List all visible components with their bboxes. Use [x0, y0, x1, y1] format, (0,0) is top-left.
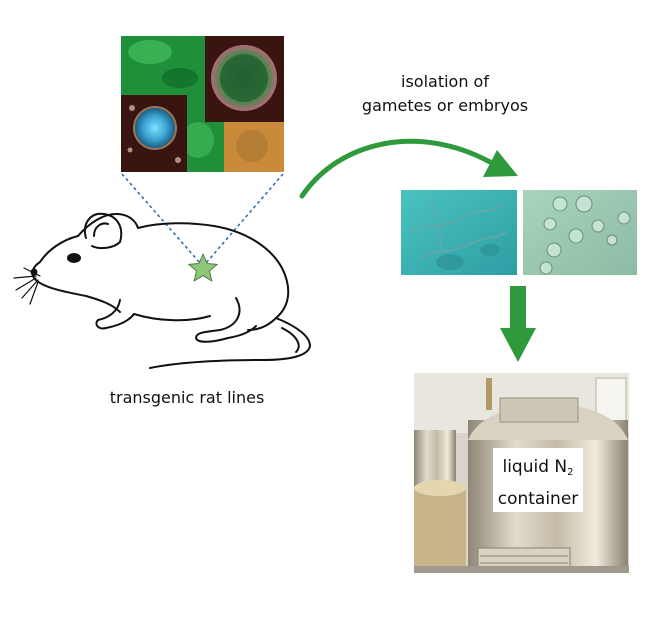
container-label-line2: container — [497, 489, 579, 509]
ring-cell-inner — [220, 54, 268, 102]
container-label-subscript: 2 — [567, 467, 574, 478]
zoom-line-right — [205, 173, 284, 264]
down-arrow-shaft — [510, 286, 526, 330]
rat-illustration — [13, 212, 311, 369]
isolation-label-line2: gametes or embryos — [361, 96, 529, 115]
sperm-tail — [419, 231, 509, 259]
orange-cell — [236, 130, 268, 162]
rat-belly — [133, 313, 211, 322]
sperm-tail — [429, 197, 441, 251]
rat-ear-inner — [93, 222, 109, 237]
curved-arrow-icon — [299, 138, 518, 199]
down-arrow-icon — [500, 286, 536, 362]
gamete-images — [401, 190, 637, 275]
rat-head — [31, 261, 121, 313]
rat-front-leg — [95, 299, 135, 330]
tank-pipe — [486, 378, 492, 410]
speck — [175, 157, 181, 163]
container-label: liquid N2 container — [493, 448, 583, 512]
rat-hind-leg — [195, 297, 257, 343]
fluorescence-collage — [121, 36, 284, 172]
green-blotch — [182, 122, 214, 158]
blue-cell — [135, 108, 175, 148]
rat-ear — [84, 212, 123, 250]
speck — [129, 105, 135, 111]
embryo-cell — [568, 228, 584, 244]
container-label-main: liquid N — [502, 457, 568, 477]
container-label-line1: liquid N2 — [493, 454, 583, 486]
embryo-cells — [539, 195, 631, 275]
embryo-cell — [617, 211, 631, 225]
rat-tail — [149, 317, 311, 369]
embryo-cell — [546, 242, 562, 258]
blur-spot — [436, 254, 464, 270]
speck — [127, 147, 133, 153]
embryo-cell — [575, 195, 593, 213]
isolation-label: isolation of gametes or embryos — [340, 70, 550, 118]
rat-whiskers — [13, 267, 41, 305]
big-tank-lid — [499, 397, 579, 423]
sperm-tail — [411, 205, 501, 233]
embryo-cell — [591, 219, 605, 233]
rat-lines-label: transgenic rat lines — [109, 388, 265, 407]
embryo-cell — [543, 217, 557, 231]
down-arrow-head — [500, 328, 536, 362]
green-blotch — [162, 68, 198, 88]
embryo-cell — [606, 234, 618, 246]
curved-arrow-head — [483, 150, 518, 177]
left-tank-front — [414, 486, 466, 573]
photo-floor — [414, 566, 629, 573]
zoom-line-left — [121, 173, 201, 264]
embryo-cell — [539, 261, 553, 275]
rat-body — [39, 213, 290, 331]
blue-cell-ring — [133, 106, 177, 150]
green-blotch — [128, 40, 172, 64]
embryo-cell — [552, 196, 568, 212]
star-icon — [187, 252, 219, 282]
rat-tail-inner — [281, 327, 300, 353]
rat-eye — [67, 253, 81, 263]
isolation-label-line1: isolation of — [401, 72, 489, 91]
curved-arrow-shaft — [299, 138, 493, 199]
blur-spot — [480, 244, 500, 256]
left-tank-top — [414, 480, 466, 496]
